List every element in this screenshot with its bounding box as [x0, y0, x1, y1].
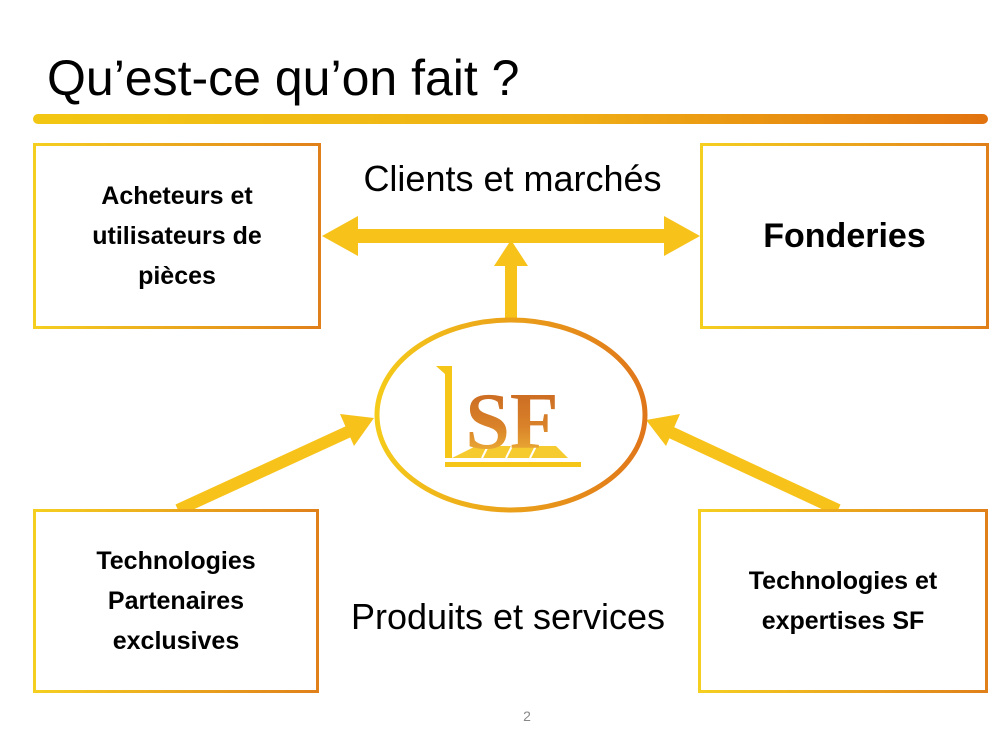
- box-buyers-users-line-3: pièces: [138, 262, 216, 290]
- box-sf-expertise: Technologies et expertises SF: [698, 509, 988, 693]
- box-buyers-users-line-1: Acheteurs et: [101, 182, 253, 210]
- arrow-partner-technologies: [175, 414, 374, 516]
- sf-logo-text: SF: [465, 378, 558, 466]
- box-sf-expertise-line-2: expertises SF: [761, 607, 925, 635]
- arrow-up-to-markets: [494, 240, 528, 324]
- title-underline-bar: [33, 114, 988, 124]
- label-products-services: Produits et services: [350, 596, 666, 637]
- sf-logo: SF: [436, 366, 581, 467]
- label-clients-markets: Clients et marchés: [363, 158, 662, 199]
- box-foundries: Fonderies: [700, 143, 989, 329]
- double-arrow-clients-markets: [322, 216, 700, 256]
- box-partner-technologies: Technologies Partenaires exclusives: [33, 509, 319, 693]
- box-buyers-users: Acheteurs et utilisateurs de pièces: [33, 143, 321, 329]
- slide-title: Qu’est-ce qu’on fait ?: [47, 50, 520, 106]
- page-number: 2: [523, 708, 531, 724]
- box-partner-technologies-line-2: Partenaires: [107, 587, 245, 615]
- box-sf-expertise-line-1: Technologies et: [748, 567, 938, 595]
- arrow-sf-expertise: [646, 414, 841, 516]
- box-partner-technologies-line-1: Technologies: [96, 547, 256, 575]
- box-buyers-users-line-2: utilisateurs de: [92, 222, 262, 250]
- box-partner-technologies-line-3: exclusives: [112, 627, 240, 655]
- box-foundries-label: Fonderies: [763, 216, 926, 255]
